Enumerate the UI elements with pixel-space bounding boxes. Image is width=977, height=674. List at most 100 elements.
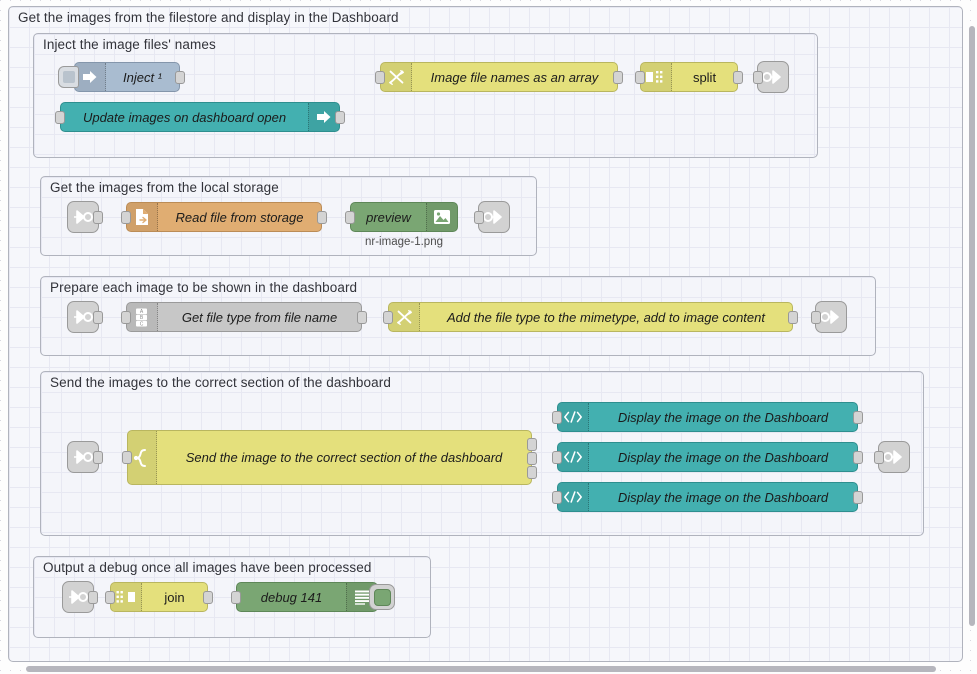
debug-toggle-button[interactable] <box>369 584 395 610</box>
port-in[interactable] <box>55 110 65 124</box>
node-link-in-4[interactable] <box>62 581 98 613</box>
image-preview-icon <box>426 203 457 231</box>
port-out[interactable] <box>88 590 98 604</box>
inject-trigger-button[interactable] <box>58 66 79 88</box>
svg-text:B: B <box>139 315 143 321</box>
port-in[interactable] <box>121 210 131 224</box>
group-inject-label: Inject the image files' names <box>43 37 216 52</box>
node-debug-141[interactable]: debug 141 <box>231 582 395 612</box>
node-link-out-3[interactable] <box>811 301 847 333</box>
port-in[interactable] <box>552 410 562 424</box>
link-in-icon <box>74 310 93 324</box>
node-inject-1[interactable]: Inject ¹ <box>58 62 185 92</box>
node-preview[interactable]: preview <box>345 202 458 232</box>
port-out[interactable] <box>853 450 863 464</box>
debug-button-glyph <box>373 588 391 606</box>
node-link-in-2[interactable] <box>67 301 103 333</box>
port-out[interactable] <box>335 110 345 124</box>
link-in-icon <box>69 590 88 604</box>
port-out[interactable] <box>357 310 367 324</box>
port-in[interactable] <box>383 310 393 324</box>
node-send-to-section[interactable]: Send the image to the correct section of… <box>122 430 537 485</box>
port-out[interactable] <box>175 70 185 84</box>
port-out[interactable] <box>733 70 743 84</box>
port-out[interactable] <box>613 70 623 84</box>
node-display-image-3[interactable]: Display the image on the Dashboard <box>552 482 863 512</box>
vertical-scrollbar[interactable] <box>969 26 975 626</box>
port-in[interactable] <box>552 450 562 464</box>
port-out[interactable] <box>317 210 327 224</box>
join-icon <box>111 583 142 611</box>
port-in[interactable] <box>231 590 241 604</box>
node-link-out-2[interactable] <box>474 201 510 233</box>
port-out[interactable] <box>853 490 863 504</box>
node-read-file-label: Read file from storage <box>175 209 304 225</box>
node-add-mimetype-label: Add the file type to the mimetype, add t… <box>447 309 765 325</box>
code-template-icon <box>558 483 589 511</box>
node-join[interactable]: join <box>105 582 213 612</box>
node-link-out-1[interactable] <box>753 61 789 93</box>
link-out-icon <box>762 70 781 84</box>
port-out-3[interactable] <box>527 466 537 479</box>
horizontal-scrollbar[interactable] <box>26 666 936 672</box>
node-link-out-4[interactable] <box>874 441 910 473</box>
port-in[interactable] <box>121 310 131 324</box>
port-out-2[interactable] <box>527 452 537 465</box>
port-out[interactable] <box>93 210 103 224</box>
port-out[interactable] <box>93 310 103 324</box>
inject-arrow-icon <box>75 63 106 91</box>
node-display-image-2-label: Display the image on the Dashboard <box>617 449 829 465</box>
switch-icon <box>128 431 157 484</box>
port-in[interactable] <box>474 210 484 224</box>
port-in[interactable] <box>122 451 132 464</box>
port-out-1[interactable] <box>527 438 537 451</box>
node-split[interactable]: split <box>635 62 743 92</box>
node-preview-sublabel: nr-image-1.png <box>365 236 443 248</box>
node-send-to-section-label: Send the image to the correct section of… <box>185 450 503 465</box>
port-in[interactable] <box>635 70 645 84</box>
group-send-label: Send the images to the correct section o… <box>50 375 391 390</box>
port-in[interactable] <box>874 450 884 464</box>
svg-text:A: A <box>139 309 143 315</box>
svg-text:C: C <box>139 321 143 327</box>
node-display-image-3-label: Display the image on the Dashboard <box>617 489 829 505</box>
node-add-mimetype[interactable]: Add the file type to the mimetype, add t… <box>383 302 798 332</box>
node-update-images-label: Update images on dashboard open <box>82 109 287 125</box>
node-link-in-3[interactable] <box>67 441 103 473</box>
node-join-label: join <box>164 589 185 605</box>
node-inject-1-label: Inject ¹ <box>122 69 162 85</box>
group-debug-label: Output a debug once all images have been… <box>43 560 372 575</box>
port-in[interactable] <box>753 70 763 84</box>
node-get-file-type-label: Get file type from file name <box>181 309 338 325</box>
port-in[interactable] <box>811 310 821 324</box>
link-out-icon <box>820 310 839 324</box>
port-in[interactable] <box>345 210 355 224</box>
node-display-image-2[interactable]: Display the image on the Dashboard <box>552 442 863 472</box>
link-out-icon <box>483 210 502 224</box>
node-update-images[interactable]: Update images on dashboard open <box>55 102 345 132</box>
group-storage-label: Get the images from the local storage <box>50 180 279 195</box>
file-in-icon <box>127 203 158 231</box>
inject-button-glyph <box>62 71 75 83</box>
node-image-file-names[interactable]: Image file names as an array <box>375 62 623 92</box>
node-get-file-type[interactable]: A B C Get file type from file name <box>121 302 367 332</box>
node-display-image-1[interactable]: Display the image on the Dashboard <box>552 402 863 432</box>
node-display-image-1-label: Display the image on the Dashboard <box>617 409 829 425</box>
port-in[interactable] <box>552 490 562 504</box>
node-read-file[interactable]: Read file from storage <box>121 202 327 232</box>
port-out[interactable] <box>788 310 798 324</box>
code-template-icon <box>558 443 589 471</box>
port-out[interactable] <box>853 410 863 424</box>
node-preview-label: preview <box>366 209 411 225</box>
node-image-file-names-label: Image file names as an array <box>430 69 599 85</box>
node-link-in-1[interactable] <box>67 201 103 233</box>
group-inject[interactable]: Inject the image files' names <box>33 33 818 158</box>
port-in[interactable] <box>105 590 115 604</box>
function-icon <box>389 303 420 331</box>
ui-control-arrow-icon <box>308 103 339 131</box>
port-in[interactable] <box>375 70 385 84</box>
port-out[interactable] <box>203 590 213 604</box>
port-out[interactable] <box>93 450 103 464</box>
abc-string-icon: A B C <box>127 303 158 331</box>
